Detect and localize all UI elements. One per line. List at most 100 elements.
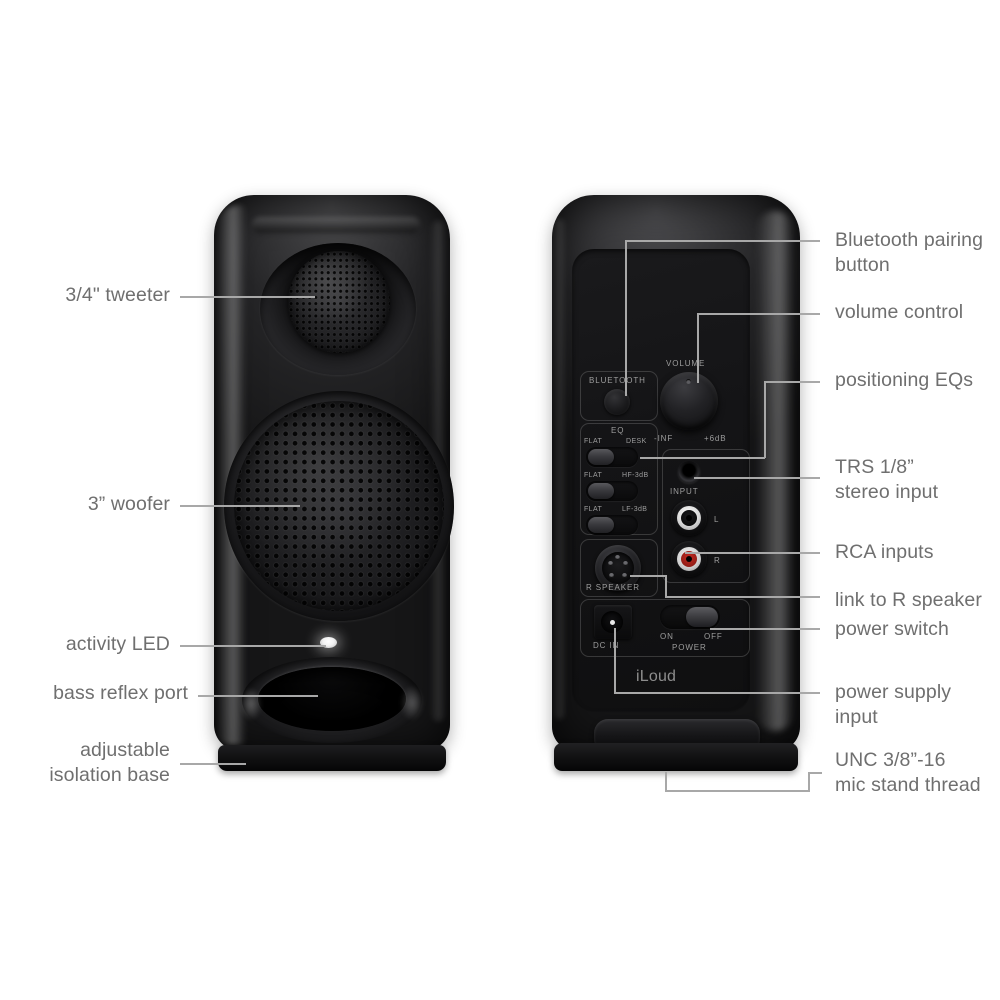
leader-positioning-eqs (764, 381, 820, 383)
dc-in-label: DC IN (593, 641, 620, 650)
brand-logo: iLoud (636, 668, 677, 685)
rear-speaker-view: BLUETOOTH VOLUME -INF +6dB EQ FLAT DESK … (538, 195, 808, 775)
port-left-highlight (240, 687, 262, 721)
tweeter-driver (288, 251, 390, 353)
din-pin-2 (623, 561, 628, 566)
leader-link-r-speaker (665, 596, 820, 598)
leader-power-supply (614, 692, 820, 694)
din-pin-5 (622, 573, 627, 578)
bass-reflex-port (258, 667, 406, 731)
leader-rca-inputs (685, 552, 820, 554)
volume-control-knob[interactable] (660, 372, 718, 430)
tweeter-grille-mesh (288, 251, 390, 353)
leader-woofer (180, 505, 300, 507)
dc-in-power-jack[interactable] (594, 605, 632, 639)
callout-tweeter: 3/4" tweeter (65, 284, 170, 306)
eq-switch-3-left-label: FLAT (584, 506, 603, 513)
leader-bass-port (198, 695, 318, 697)
leader-power-switch (710, 628, 820, 630)
leader-trs-input (694, 477, 820, 479)
volume-knob-indicator-dot (686, 379, 691, 384)
bluetooth-group (580, 371, 658, 421)
rca-right-hole (686, 556, 692, 562)
trs-stereo-input-jack[interactable] (678, 461, 700, 483)
leader-volume-riser (697, 313, 699, 383)
audio-inputs-group (662, 449, 750, 583)
volume-max-label: +6dB (704, 434, 727, 443)
eq-switch-hf-knob (588, 483, 614, 499)
callout-woofer: 3” woofer (87, 493, 170, 515)
rca-input-left[interactable] (671, 500, 707, 536)
front-speaker-view (200, 195, 462, 775)
leader-isolation-base (180, 763, 246, 765)
leader-bluetooth (625, 240, 820, 242)
eq-switch-3-right-label: LF-3dB (622, 506, 648, 513)
port-right-highlight (400, 685, 424, 721)
leader-mic-bracket-bottom (665, 790, 810, 792)
leader-bluetooth-riser (625, 240, 627, 396)
leader-mic-bracket-left (665, 772, 667, 791)
leader-din-tip (630, 575, 638, 577)
callout-positioning-eqs: positioning EQs (835, 369, 974, 391)
rear-isolation-base (554, 743, 798, 771)
activity-led-indicator (320, 637, 337, 648)
leader-volume (697, 313, 820, 315)
rear-right-highlight (756, 211, 794, 731)
leader-dc-riser (614, 628, 616, 693)
rca-right-label: R (714, 556, 721, 565)
rca-input-right[interactable] (671, 541, 707, 577)
eq-group-label: EQ (611, 426, 625, 435)
din-pin-1 (608, 561, 613, 566)
callout-volume-control: volume control (835, 301, 964, 323)
eq-switch-hf[interactable] (586, 481, 638, 501)
callout-bluetooth-pairing: Bluetooth pairing button (835, 229, 984, 276)
leader-mic-bracket-right (808, 772, 810, 791)
leader-din-stub (637, 575, 666, 577)
eq-switch-lf-knob (588, 517, 614, 533)
leader-activity-led (180, 645, 326, 647)
dc-in-pin (610, 620, 615, 625)
eq-switch-lf[interactable] (586, 515, 638, 535)
callout-bass-port: bass reflex port (53, 682, 188, 704)
leader-din-riser (665, 575, 667, 597)
din-pin-3 (615, 555, 620, 560)
callout-rca-inputs: RCA inputs (835, 541, 934, 563)
callout-isolation-base: adjustable isolation base (49, 739, 170, 786)
leader-eq-riser (764, 381, 766, 458)
callout-link-r-speaker: link to R speaker (835, 589, 982, 611)
leader-mic-thread (808, 772, 822, 774)
eq-switch-2-right-label: HF-3dB (622, 472, 649, 479)
power-off-label: OFF (704, 632, 723, 641)
leader-eq-stub (640, 457, 765, 459)
din-pin-4 (609, 573, 614, 578)
eq-switch-desk[interactable] (586, 447, 638, 467)
leader-tweeter (180, 296, 315, 298)
rca-left-hole (686, 515, 692, 521)
front-top-ridge (252, 217, 420, 233)
callout-power-supply: power supply input (835, 681, 952, 728)
r-speaker-label: R SPEAKER (586, 583, 640, 592)
callout-power-switch: power switch (835, 618, 949, 640)
isolation-base (218, 745, 446, 771)
rca-left-label: L (714, 515, 720, 524)
trs-input-label: INPUT (670, 487, 699, 496)
power-group-label: POWER (672, 643, 707, 652)
power-switch-knob (686, 607, 718, 627)
eq-switch-1-left-label: FLAT (584, 438, 603, 445)
r-speaker-din-connector[interactable] (595, 545, 641, 591)
eq-switch-2-left-label: FLAT (584, 472, 603, 479)
volume-min-label: -INF (654, 434, 674, 443)
din-inner (602, 552, 634, 584)
eq-switch-desk-knob (588, 449, 614, 465)
eq-switch-1-right-label: DESK (626, 438, 647, 445)
r-speaker-group (580, 539, 658, 597)
bluetooth-group-label: BLUETOOTH (589, 376, 646, 385)
volume-knob-label: VOLUME (666, 359, 706, 368)
rear-left-highlight (552, 219, 566, 719)
callout-activity-led: activity LED (65, 633, 170, 655)
power-on-label: ON (660, 632, 674, 641)
woofer-driver (234, 401, 444, 611)
power-switch[interactable] (660, 605, 720, 629)
callout-trs-input: TRS 1/8” stereo input (835, 456, 939, 503)
